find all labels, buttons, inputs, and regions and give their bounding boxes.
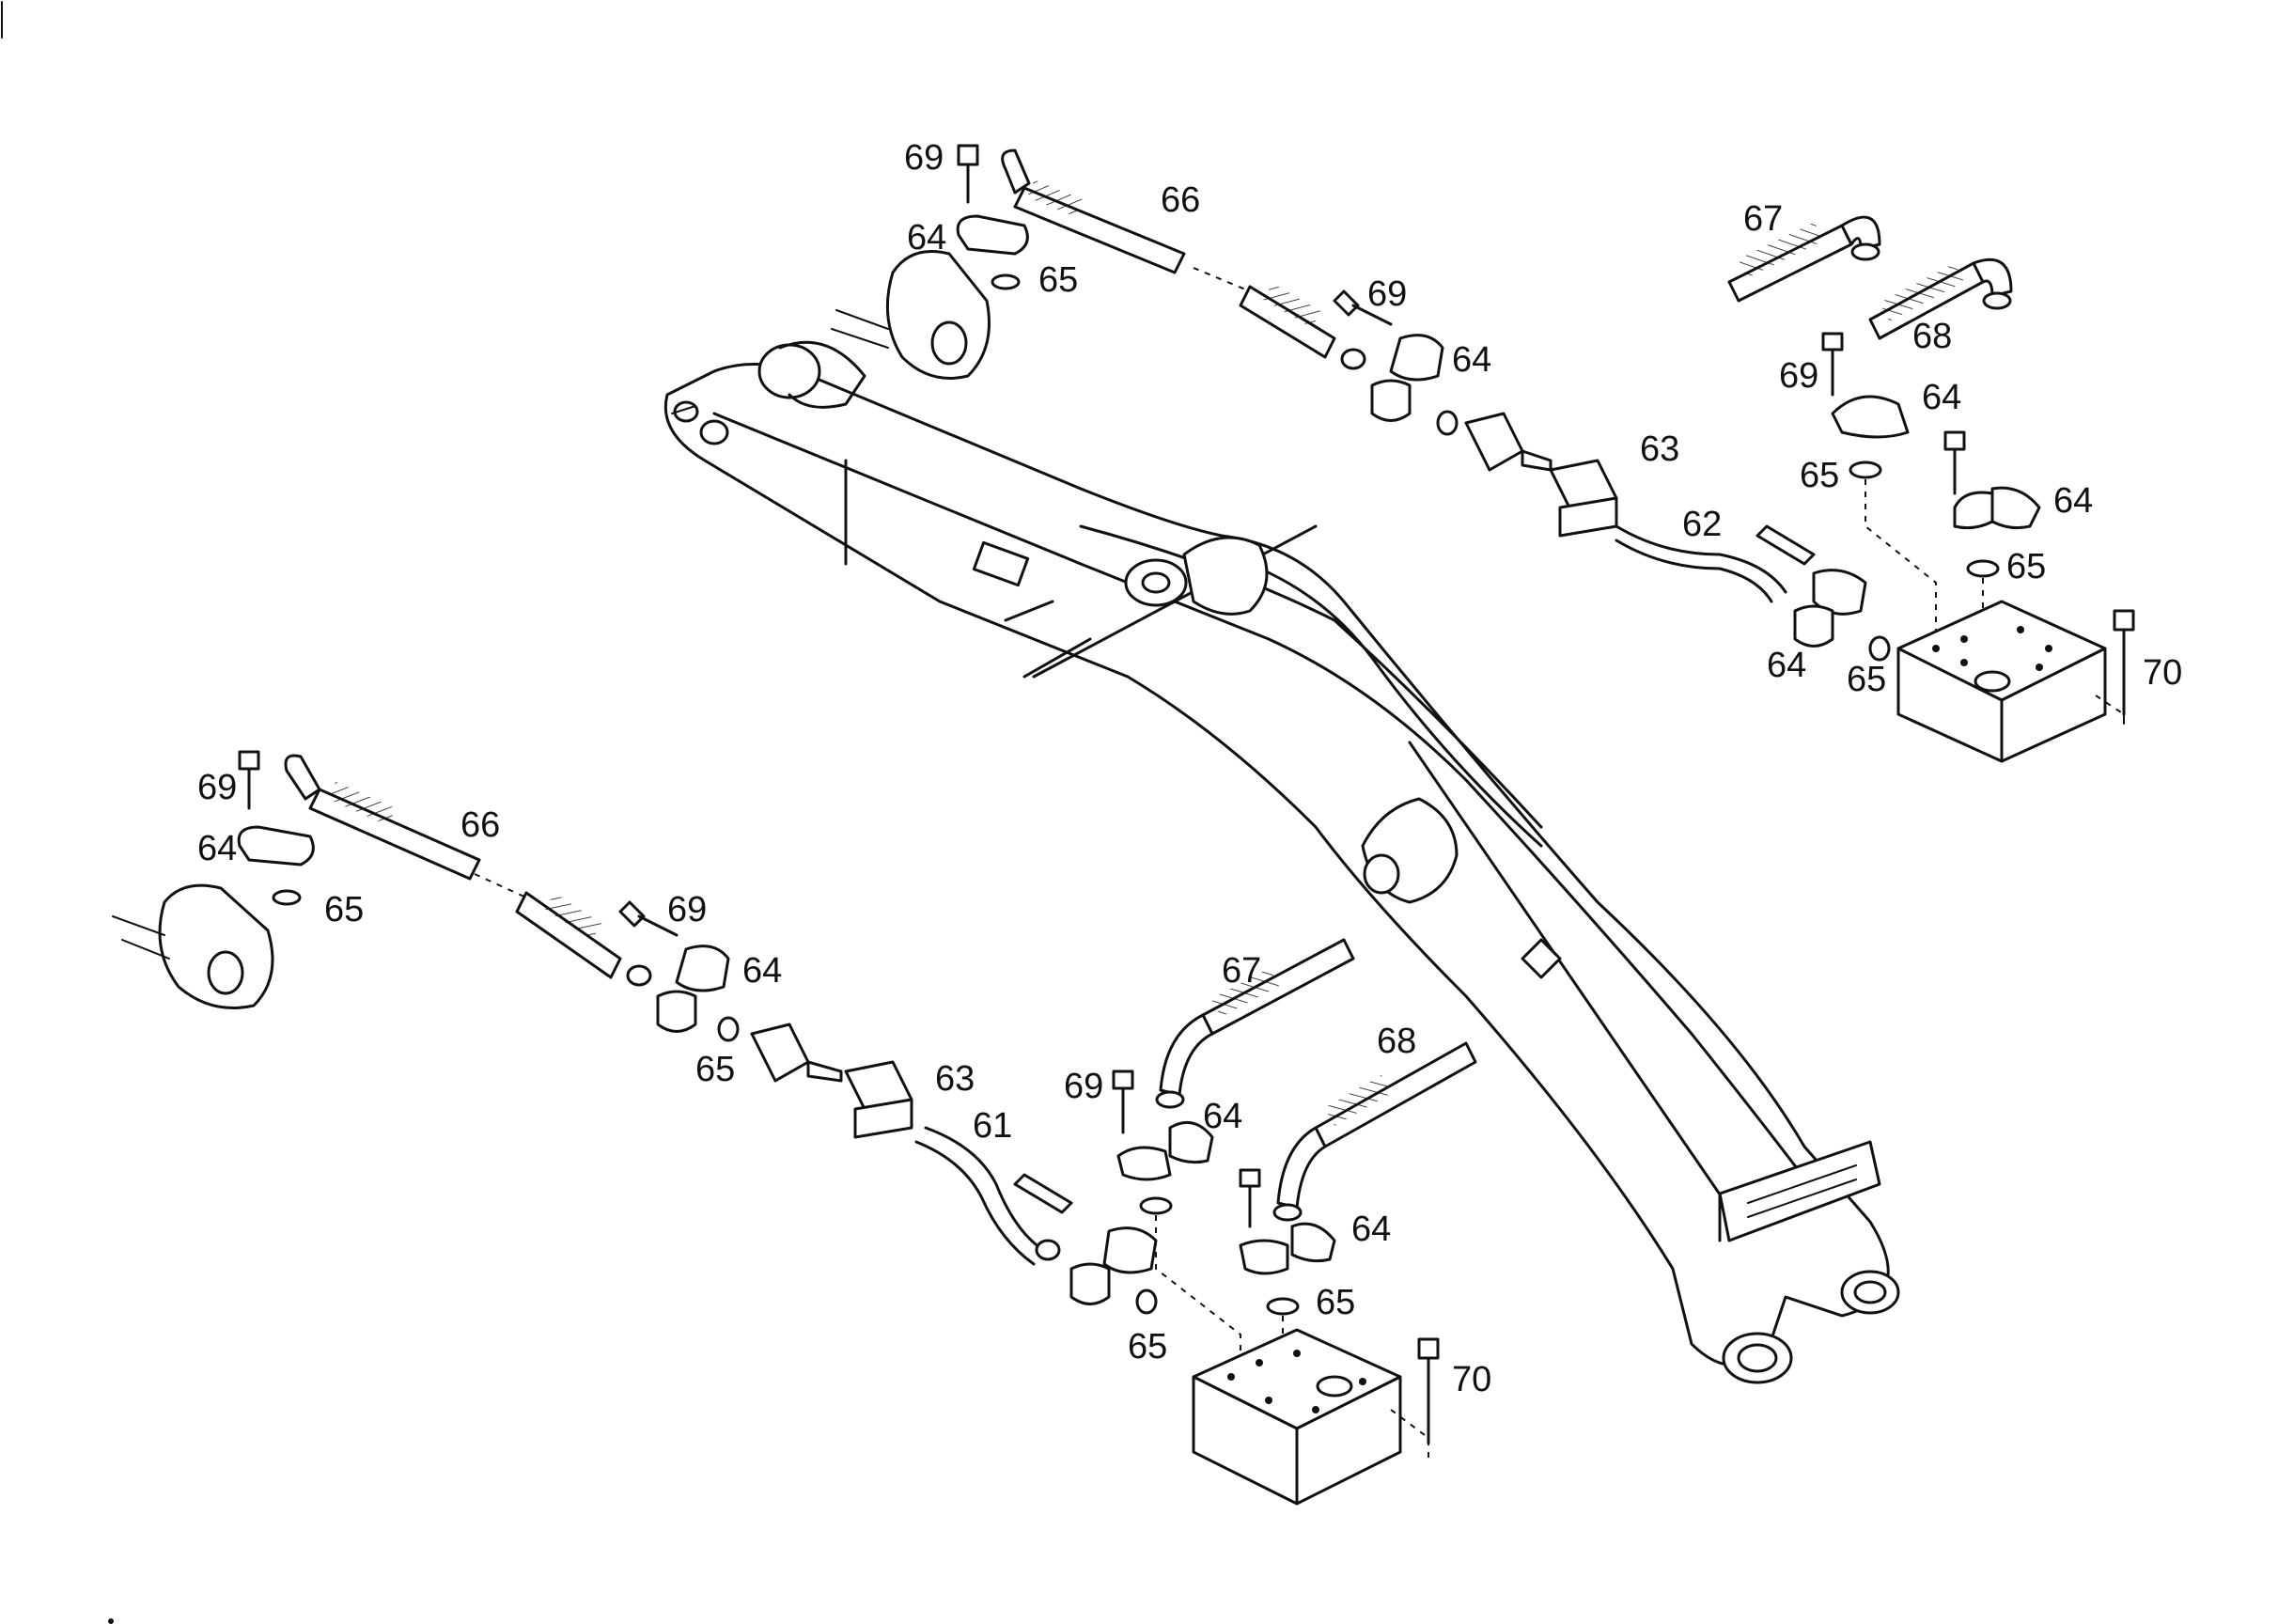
label-64: 64: [1452, 340, 1491, 380]
label-64: 64: [1922, 378, 1961, 417]
label-67: 67: [1222, 951, 1261, 991]
label-68: 68: [1912, 317, 1952, 356]
label-70: 70: [1452, 1360, 1491, 1399]
label-63: 63: [935, 1059, 975, 1099]
cylinder-end-lower: [158, 883, 274, 1009]
label-61: 61: [973, 1106, 1012, 1146]
label-64: 64: [1203, 1097, 1242, 1136]
label-66: 66: [1161, 180, 1200, 220]
label-64: 64: [1351, 1210, 1391, 1249]
label-69: 69: [667, 890, 707, 929]
lower-circuit: [112, 750, 1477, 1506]
upper-circuit: [831, 144, 2135, 763]
label-70: 70: [2143, 653, 2182, 693]
label-64: 64: [742, 951, 782, 991]
label-65: 65: [1128, 1327, 1167, 1366]
label-64: 64: [2053, 481, 2093, 521]
label-63: 63: [1640, 429, 1679, 469]
label-65: 65: [695, 1050, 735, 1089]
label-64: 64: [1767, 646, 1806, 685]
label-69: 69: [197, 768, 237, 807]
label-67: 67: [1743, 199, 1783, 239]
label-62: 62: [1682, 505, 1722, 544]
label-65: 65: [324, 890, 364, 929]
boom-arm: [663, 340, 1900, 1384]
stray-dot: [108, 1618, 114, 1624]
label-69: 69: [904, 138, 944, 178]
label-69: 69: [1064, 1067, 1103, 1106]
callout-labels: 69 64 65 66 69 64 63 62 64 65 67 68 69 6…: [197, 138, 2182, 1399]
label-64: 64: [907, 218, 946, 258]
label-64: 64: [197, 829, 237, 868]
label-65: 65: [1316, 1283, 1355, 1322]
label-69: 69: [1779, 356, 1818, 396]
label-65: 65: [2006, 547, 2046, 586]
label-65: 65: [1038, 260, 1078, 300]
label-66: 66: [460, 805, 500, 845]
label-68: 68: [1377, 1022, 1416, 1061]
label-69: 69: [1367, 274, 1407, 314]
label-65: 65: [1800, 456, 1839, 495]
label-65: 65: [1847, 660, 1886, 699]
